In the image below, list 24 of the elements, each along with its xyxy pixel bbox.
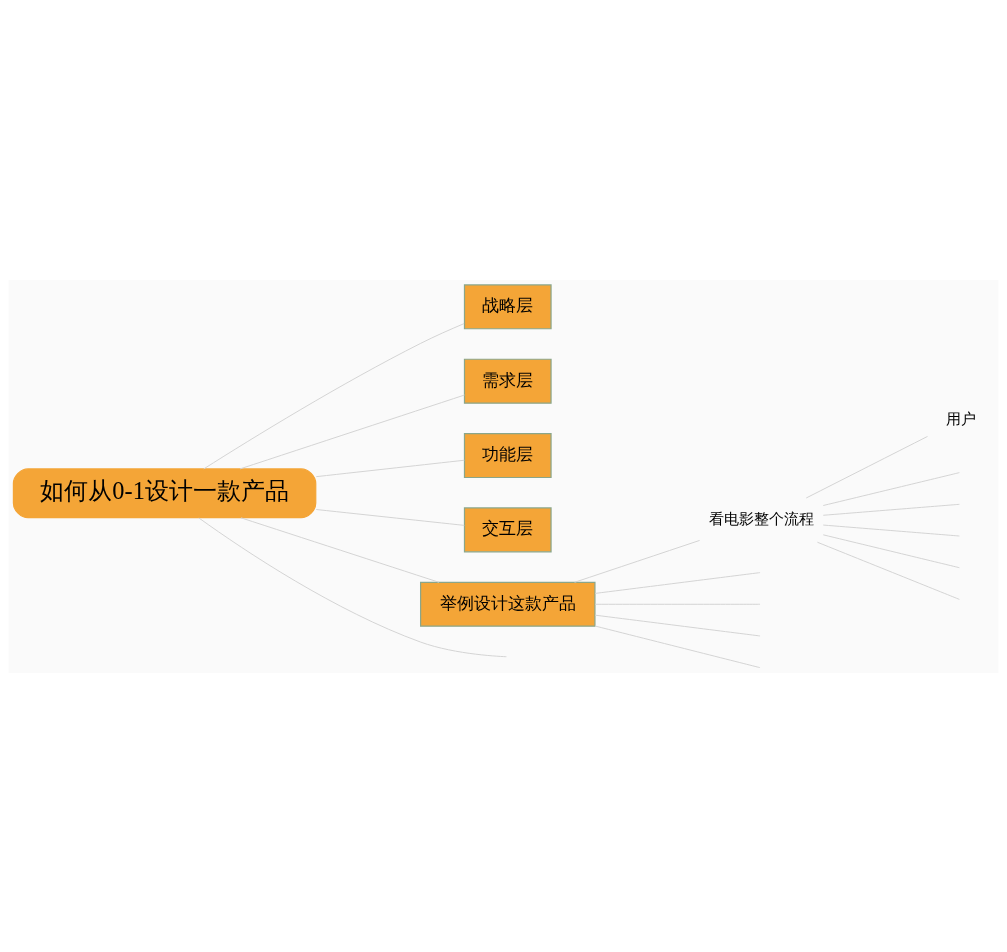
connector (594, 614, 761, 636)
connector (203, 322, 465, 469)
connector (822, 471, 960, 506)
connector (805, 435, 928, 498)
node-box: 举例设计这款产品 (420, 581, 596, 627)
node-box: 功能层 (463, 432, 552, 478)
connector (594, 625, 761, 668)
connector (315, 459, 465, 477)
node-box: 需求层 (463, 358, 552, 404)
connector (574, 539, 701, 583)
node-text: 看电影整个流程 (708, 509, 814, 527)
node-box: 如何从0-1设计一款产品 (12, 467, 317, 518)
connector (240, 516, 440, 583)
connector (594, 571, 761, 594)
node-box: 交互层 (463, 506, 552, 552)
connector (822, 524, 960, 536)
connector (198, 517, 507, 657)
connector (822, 503, 960, 516)
connector (239, 394, 465, 469)
node-text: 用户 (945, 409, 976, 427)
connector (822, 533, 960, 568)
node-box: 战略层 (463, 283, 552, 329)
connector (816, 541, 960, 600)
connector (315, 508, 465, 526)
